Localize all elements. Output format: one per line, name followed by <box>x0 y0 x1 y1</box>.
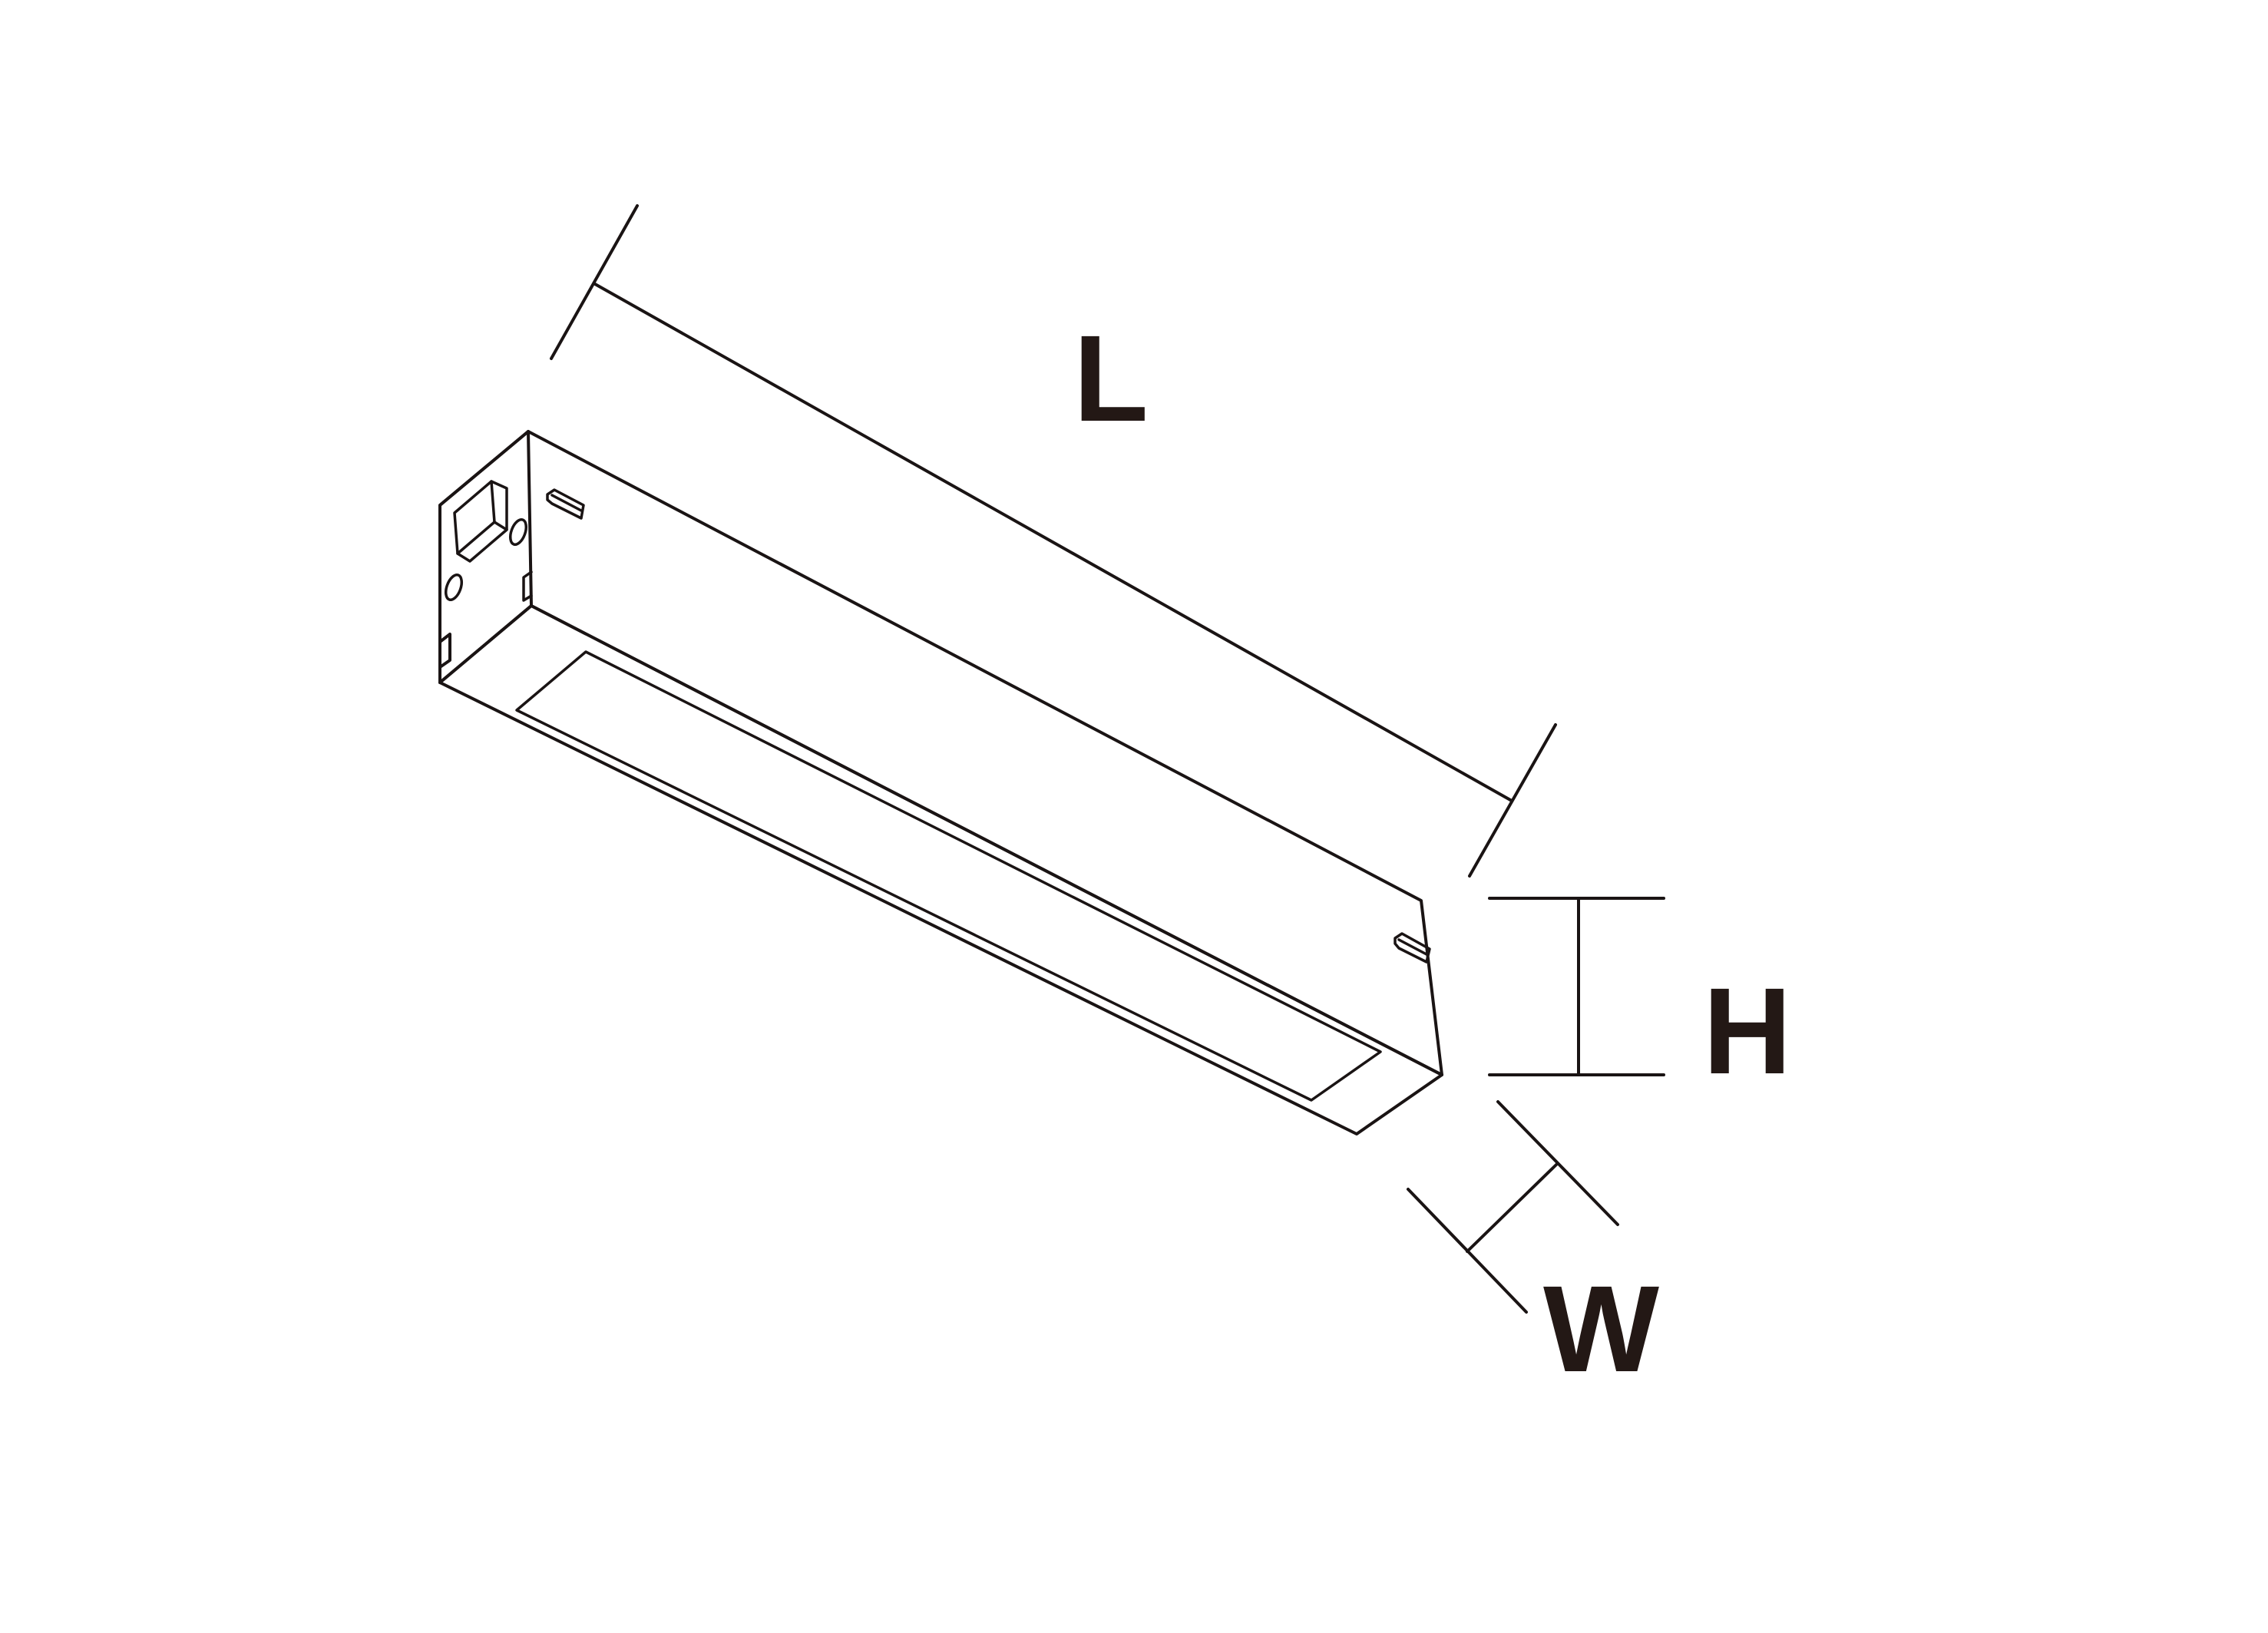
mounting-clip-left <box>546 488 585 520</box>
connector-edge-2 <box>493 521 508 531</box>
connector-edge <box>490 480 496 524</box>
height-label: H <box>1703 962 1792 1099</box>
end-plate-outline <box>438 430 530 684</box>
mounting-clip-right <box>1394 932 1431 964</box>
mounting-clip-right-edge <box>1397 938 1428 956</box>
width-dimension-line <box>1466 1162 1559 1253</box>
width-dimension: W <box>1407 1100 1659 1397</box>
height-dimension: H <box>1488 897 1792 1099</box>
lens-window <box>515 650 1382 1102</box>
length-dimension-line <box>593 283 1513 802</box>
top-face <box>438 430 1443 1076</box>
screw-hole-lower <box>444 573 464 602</box>
end-plate-edge <box>527 430 533 607</box>
width-label: W <box>1543 1260 1659 1397</box>
front-face <box>438 604 1443 1135</box>
end-plate-notch <box>522 570 533 602</box>
length-label: L <box>1073 309 1149 447</box>
connector-edge-3 <box>456 521 496 555</box>
mounting-clip-left-edge <box>550 494 583 512</box>
length-dimension: L <box>550 204 1557 878</box>
luminaire-body <box>438 430 1443 1135</box>
length-extension-left <box>550 204 639 360</box>
screw-hole-upper <box>508 517 528 547</box>
